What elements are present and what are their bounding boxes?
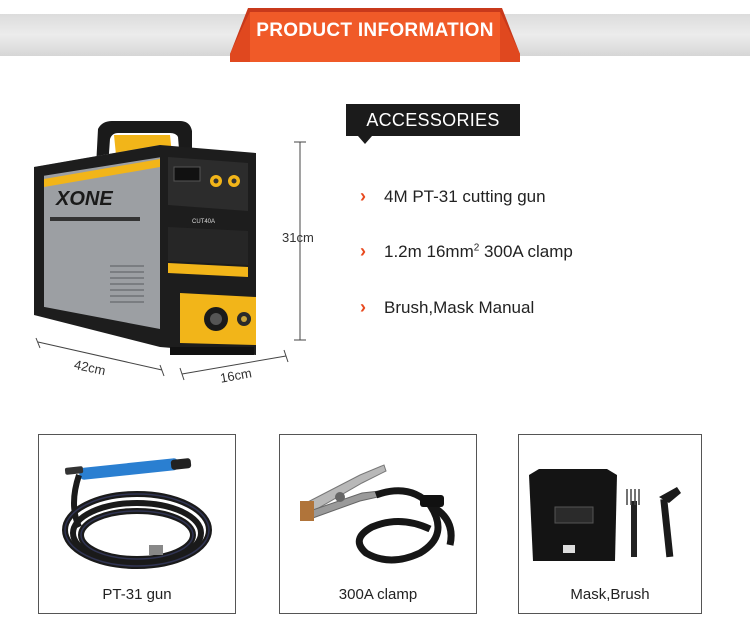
chevron-right-icon: › [360, 241, 366, 261]
product-caption: Mask,Brush [570, 586, 650, 603]
height-dimension: 31cm [282, 230, 314, 245]
product-box-mask: Mask,Brush [518, 434, 702, 614]
accessories-title-pointer [358, 136, 372, 144]
accessories-title: ACCESSORIES [346, 104, 520, 136]
chevron-right-icon: › [360, 186, 366, 206]
accessory-text: Brush,Mask Manual [384, 298, 535, 317]
chevron-right-icon: › [360, 297, 366, 317]
ground-clamp-image [300, 464, 455, 564]
header-banner-tab [230, 8, 520, 62]
product-caption: PT-31 gun [102, 586, 172, 603]
accessory-superscript: 2 [473, 242, 480, 254]
accessory-text-after: 300A clamp [479, 242, 573, 261]
product-box-gun: PT-31 gun [38, 434, 236, 614]
brand-logo: XONE [55, 188, 113, 210]
accessory-text: 4M PT-31 cutting gun [384, 187, 546, 206]
product-box-clamp: 300A clamp [279, 434, 477, 614]
welding-mask-image [529, 469, 681, 561]
model-label: CUT40A [192, 219, 215, 225]
accessory-text: 1.2m 16mm [384, 242, 474, 261]
cutting-gun-image [62, 458, 212, 569]
accessory-item-cutting-gun: › 4M PT-31 cutting gun [360, 186, 546, 207]
plasma-cutter-image: XONE CUT40A [20, 115, 270, 370]
accessory-item-brush-mask: › Brush,Mask Manual [360, 297, 534, 318]
header-title: PRODUCT INFORMATION [256, 20, 494, 41]
product-caption: 300A clamp [338, 586, 418, 603]
accessory-item-clamp: › 1.2m 16mm2 300A clamp [360, 241, 573, 262]
